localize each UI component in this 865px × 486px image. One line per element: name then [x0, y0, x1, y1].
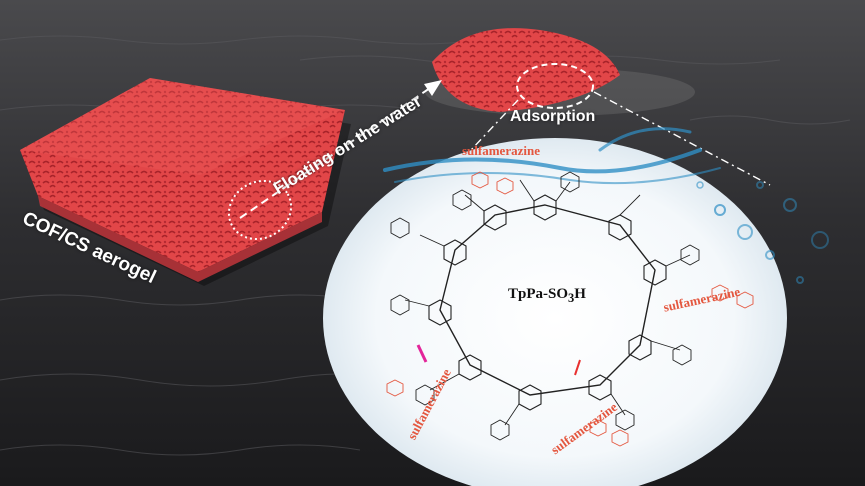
sulfamerazine-label-top: sulfamerazine [462, 143, 540, 158]
cof-side-groups [390, 171, 700, 441]
cof-name-tail: H [574, 286, 586, 302]
cof-name-label: TpPa-SO3H [508, 286, 586, 306]
adsorption-label: Adsorption [510, 108, 596, 125]
magnified-view [323, 138, 787, 486]
dotted-circle-left [227, 179, 293, 241]
sulfamerazine-molecules [386, 171, 754, 447]
zoom-line-right [593, 91, 771, 186]
interaction-arrow [574, 359, 581, 376]
interaction-bond [416, 344, 428, 363]
aerogel-block [20, 78, 351, 286]
water-splash [383, 127, 829, 284]
dotted-circle-right [516, 63, 594, 109]
cof-name-main: TpPa-SO [508, 286, 569, 302]
cof-name-sub: 3 [568, 291, 575, 305]
cof-framework [386, 171, 754, 447]
floating-aerogel [425, 28, 695, 116]
arrow [239, 80, 442, 219]
